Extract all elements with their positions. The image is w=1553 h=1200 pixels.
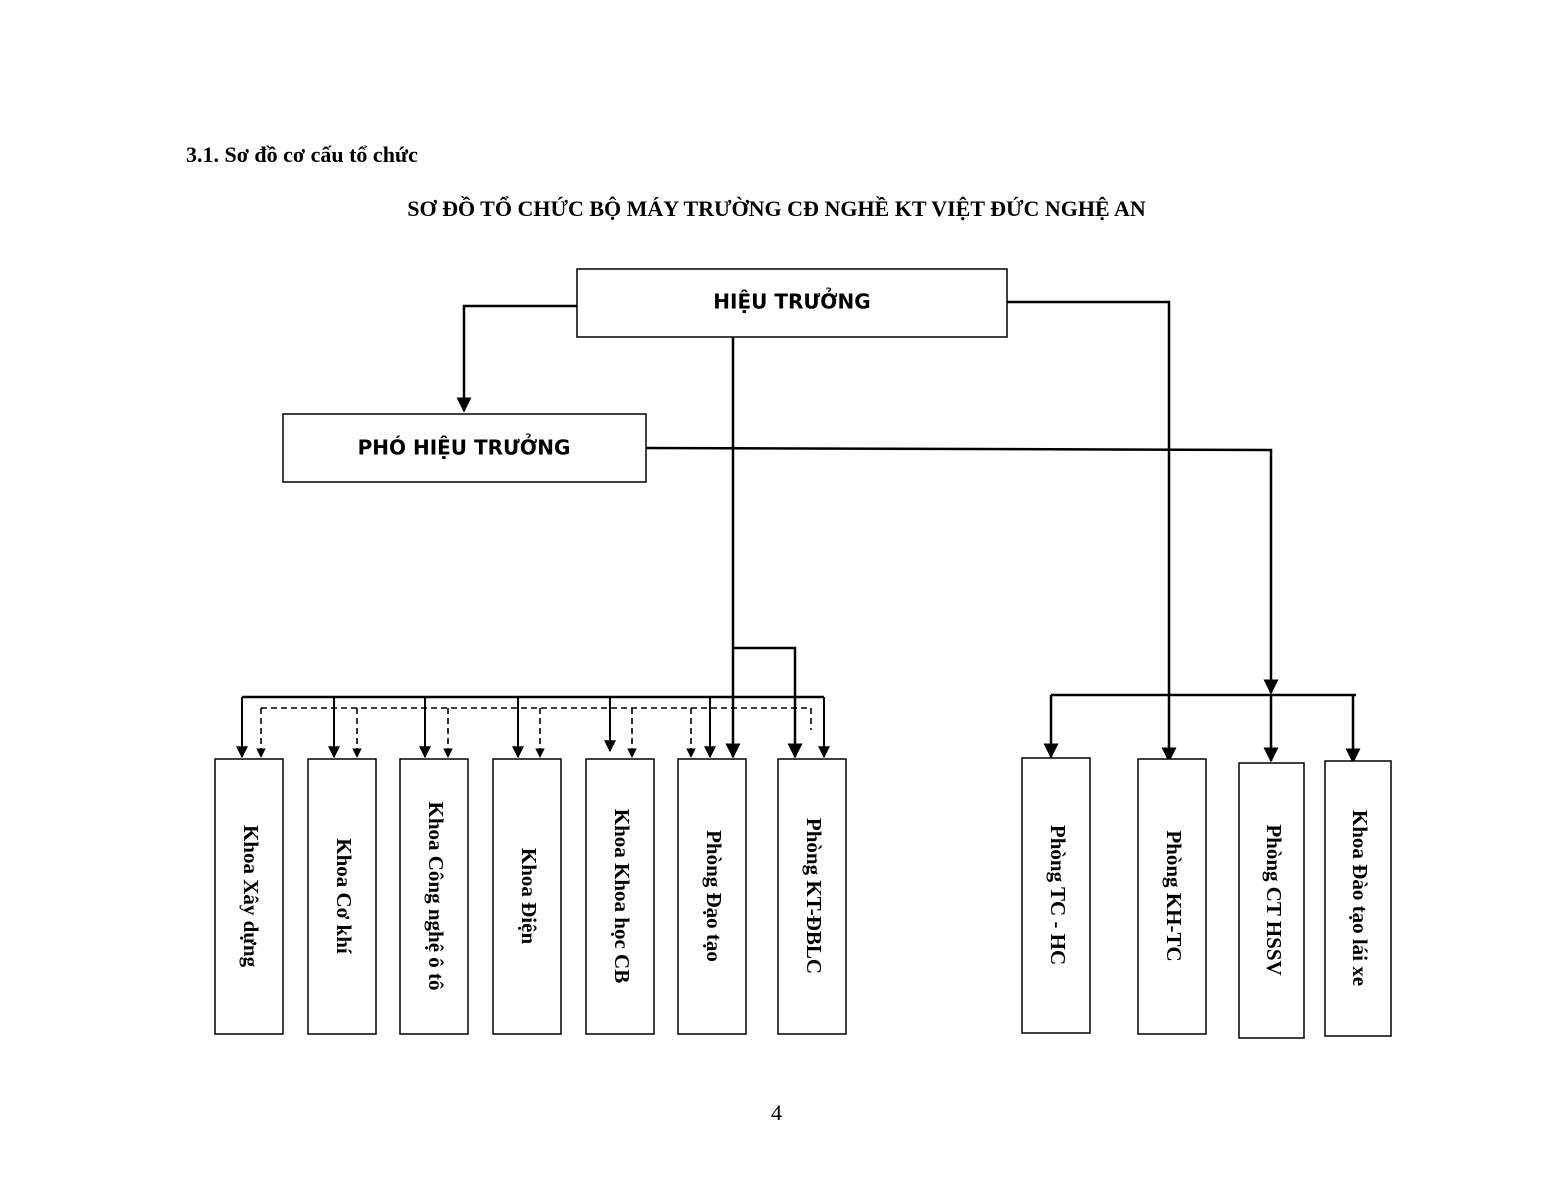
left-units: Khoa Xây dựng Khoa Cơ khí Khoa Công nghệ…: [214, 758, 847, 1035]
chart-title: SƠ ĐỒ TỔ CHỨC BỘ MÁY TRƯỜNG CĐ NGHỀ KT V…: [407, 196, 1146, 221]
principal-node: HIỆU TRƯỞNG: [576, 268, 1008, 338]
principal-to-khtc-connector: [1007, 300, 1177, 763]
right-units: Phòng TC - HC Phòng KH-TC Phòng CT HSSV …: [1021, 757, 1392, 1039]
unit-box: Phòng KH-TC: [1137, 758, 1207, 1035]
principal-to-vice-connector: [456, 304, 577, 413]
principal-box: [576, 268, 1008, 338]
unit-label: Phòng Đạo tạo: [702, 830, 726, 962]
unit-box: Khoa Cơ khí: [307, 758, 377, 1035]
vice-to-right-bus-connector: [645, 446, 1279, 695]
unit-label: Khoa Công nghệ ô tô: [424, 801, 448, 990]
unit-label: Khoa Điện: [517, 848, 541, 945]
unit-label: Khoa Cơ khí: [332, 838, 356, 955]
right-solid-drops: [1043, 695, 1361, 764]
page-number: 4: [771, 1100, 782, 1125]
unit-box: Khoa Xây dựng: [214, 758, 284, 1035]
unit-box: Phòng CT HSSV: [1238, 762, 1305, 1039]
unit-box: Khoa Điện: [492, 758, 562, 1035]
unit-label: Phòng TC - HC: [1046, 825, 1070, 965]
unit-box: Khoa Công nghệ ô tô: [399, 758, 469, 1035]
vice-principal-label: PHÓ HIỆU TRƯỞNG: [358, 435, 571, 460]
left-solid-drops: [236, 697, 830, 759]
unit-label: Phòng KH-TC: [1162, 830, 1186, 961]
unit-label: Phòng KT-ĐBLC: [802, 818, 826, 974]
connectors: [242, 300, 1356, 763]
unit-box: Khoa Đào tạo lái xe: [1324, 760, 1392, 1037]
unit-label: Khoa Xây dựng: [239, 825, 263, 968]
principal-to-ktdblc-connector: [733, 646, 803, 759]
principal-label: HIỆU TRƯỞNG: [713, 289, 870, 314]
unit-label: Phòng CT HSSV: [1262, 824, 1286, 975]
left-dashed-connectors: [256, 707, 812, 758]
unit-box: Khoa Khoa học CB: [585, 758, 655, 1035]
section-heading: 3.1. Sơ đồ cơ cấu tổ chức: [186, 142, 418, 167]
unit-box: Phòng TC - HC: [1021, 757, 1091, 1034]
unit-box: Phòng KT-ĐBLC: [777, 758, 847, 1035]
vice-principal-node: PHÓ HIỆU TRƯỞNG: [282, 413, 647, 483]
unit-box: Phòng Đạo tạo: [677, 758, 747, 1035]
unit-label: Khoa Khoa học CB: [610, 809, 634, 983]
unit-label: Khoa Đào tạo lái xe: [1348, 810, 1372, 986]
